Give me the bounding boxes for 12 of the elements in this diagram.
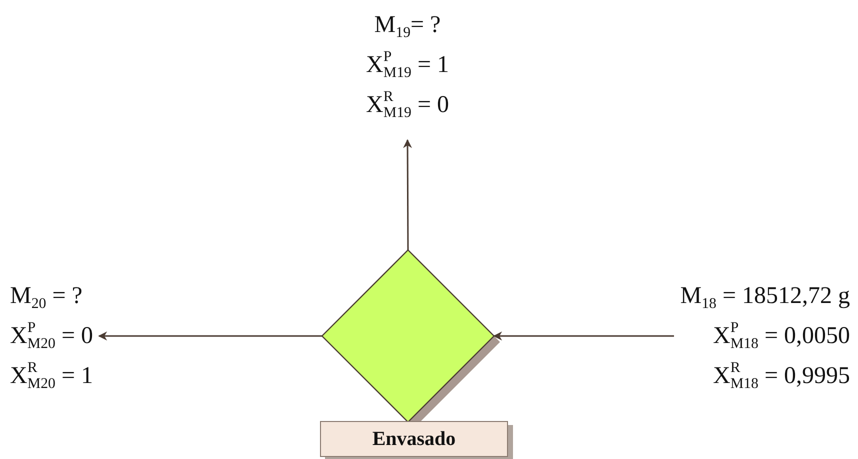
arrow [403, 139, 412, 250]
formula-text: X$^{P}$$_{M18}$ = 0,0050 [713, 318, 850, 354]
formula-text: X$^{R}$$_{M18}$ = 0,9995 [713, 358, 850, 394]
formula-text: X$^{P}$$_{M19}$ = 1 [366, 48, 449, 84]
formula-text: M$_{20}$ = ? [10, 282, 82, 314]
formula-text: X$^{R}$$_{M19}$ = 0 [366, 88, 449, 124]
formula-text: X$^{R}$$_{M20}$ = 1 [10, 358, 93, 394]
arrow [98, 332, 322, 340]
formula-text: M$_{18}$ = 18512,72 g [680, 282, 850, 314]
formula-text: X$^{P}$$_{M20}$ = 0 [10, 318, 93, 354]
formula-text: M$_{19}$= ? [374, 11, 441, 44]
arrow [493, 332, 674, 340]
